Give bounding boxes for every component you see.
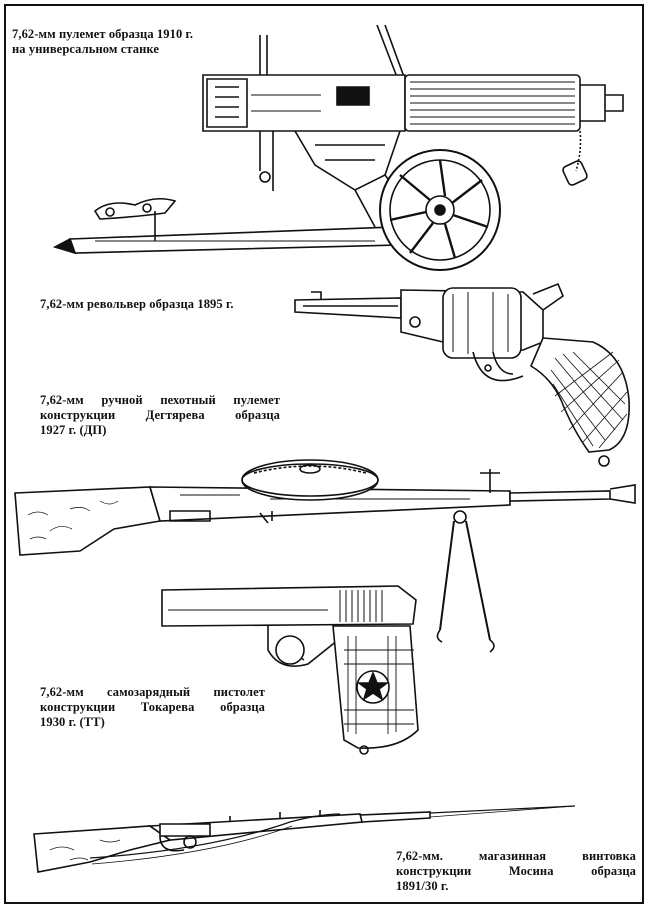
caption-dp-line3: 1927 г. (ДП) <box>40 423 107 437</box>
caption-maxim-line1: 7,62-мм пулемет образца 1910 г. <box>12 27 194 41</box>
caption-tt-line1: 7,62-мм самозарядный пистолет <box>40 685 265 699</box>
caption-maxim-gun: 7,62-мм пулемет образца 1910 г. на униве… <box>12 27 252 57</box>
tt-pistol-illustration <box>158 580 428 755</box>
caption-mosin-line2: конструкции Мосина образца <box>396 864 636 878</box>
caption-mosin-line1: 7,62-мм. магазинная винтовка <box>396 849 636 863</box>
nagant-revolver-illustration <box>293 280 638 470</box>
caption-tt-line3: 1930 г. (ТТ) <box>40 715 105 729</box>
caption-maxim-line2: на универсальном станке <box>12 42 160 56</box>
caption-nagant-revolver: 7,62-мм револьвер образца 1895 г. <box>40 297 280 312</box>
caption-tt-line2: конструкции Токарева образца <box>40 700 265 714</box>
caption-mosin-rifle: 7,62-мм. магазинная винтовка конструкции… <box>396 849 636 894</box>
caption-dp-machine-gun: 7,62-мм ручной пехотный пулемет конструк… <box>40 393 280 438</box>
maxim-machine-gun-illustration <box>55 15 635 285</box>
mosin-rifle-illustration <box>30 800 585 885</box>
caption-tt-pistol: 7,62-мм самозарядный пистолет конструкци… <box>40 685 265 730</box>
page-border <box>4 4 644 904</box>
caption-dp-line2: конструкции Дегтярева образца <box>40 408 280 422</box>
caption-revolver-line1: 7,62-мм револьвер образца 1895 г. <box>40 297 234 311</box>
dp-machine-gun-illustration <box>10 455 640 675</box>
caption-dp-line1: 7,62-мм ручной пехотный пулемет <box>40 393 280 407</box>
caption-mosin-line3: 1891/30 г. <box>396 879 449 893</box>
